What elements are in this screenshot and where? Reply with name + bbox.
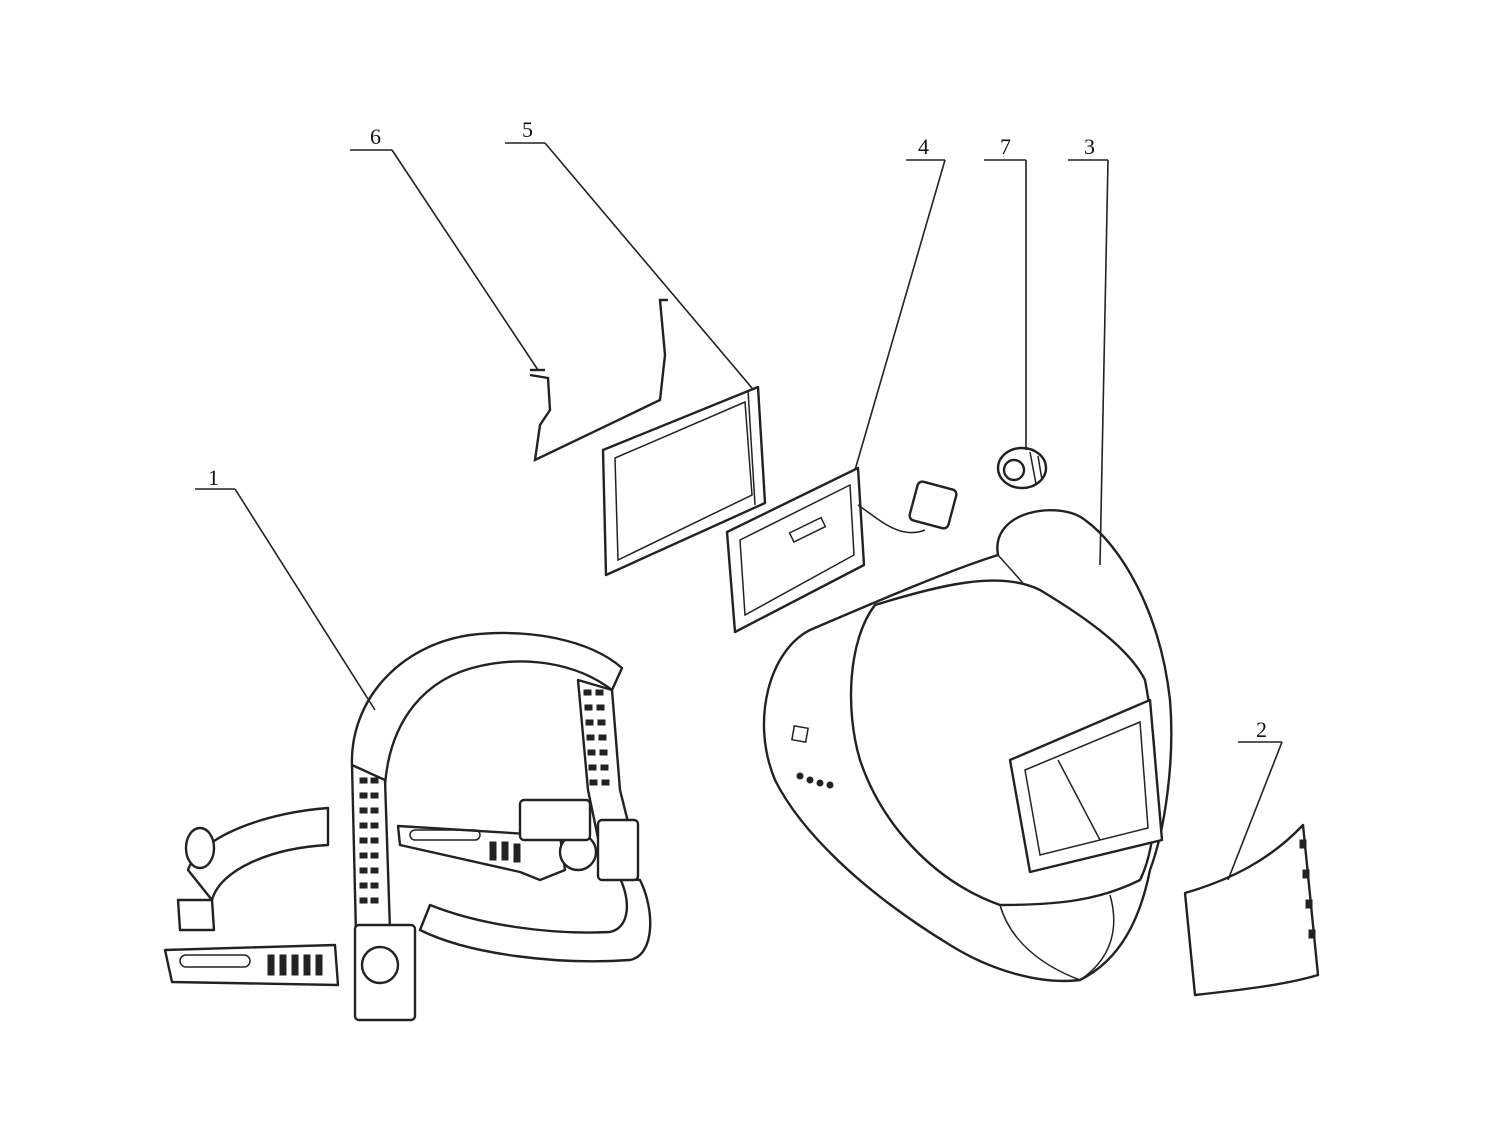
knob-part [996,446,1048,490]
callout-2-label: 2 [1256,717,1267,742]
helmet-shell-part [762,509,1173,983]
callout-1-label: 1 [208,465,219,490]
callout-4-label: 4 [918,134,929,159]
callout-7-label: 7 [1000,134,1011,159]
headgear-holes [267,689,610,976]
filter-cartridge-part [725,466,958,634]
callout-6-label: 6 [370,124,381,149]
callout-5-label: 5 [522,117,533,142]
inner-lens-frame-part [601,385,767,577]
callout-3-label: 3 [1084,134,1095,159]
leader-lines [195,142,1283,881]
cover-lens-part [1183,823,1320,997]
headgear-part [163,631,652,1022]
